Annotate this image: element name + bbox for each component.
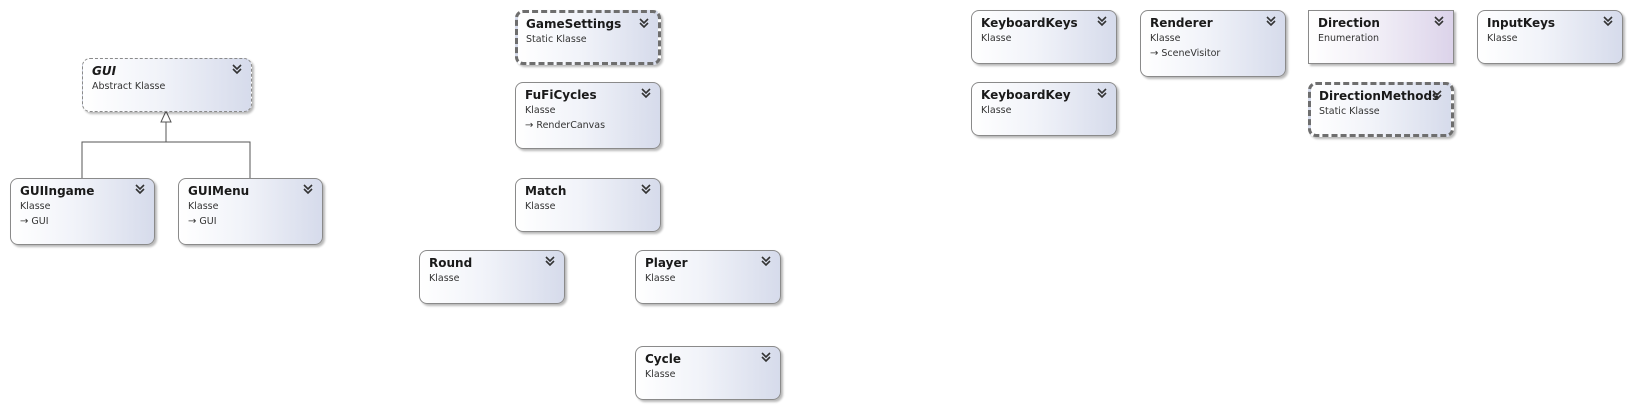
double-chevron-down-icon[interactable] xyxy=(1096,87,1108,99)
class-node-cycle[interactable]: Cycle Klasse xyxy=(635,346,781,400)
double-chevron-down-icon[interactable] xyxy=(640,183,652,195)
double-chevron-down-icon[interactable] xyxy=(1265,15,1277,27)
class-node-guiingame[interactable]: GUIIngame Klasse →GUI xyxy=(10,178,155,245)
class-kind: Klasse xyxy=(1487,33,1518,44)
class-kind: Klasse xyxy=(20,201,51,212)
double-chevron-down-icon[interactable] xyxy=(134,183,146,195)
double-chevron-down-icon[interactable] xyxy=(231,63,243,75)
class-title: InputKeys xyxy=(1487,16,1556,30)
class-kind: Static Klasse xyxy=(526,34,587,45)
class-kind: Klasse xyxy=(1150,33,1181,44)
class-kind: Klasse xyxy=(525,105,556,116)
class-base-type: →RenderCanvas xyxy=(525,119,652,132)
class-kind: Klasse xyxy=(981,105,1012,116)
class-node-keyboardkeys[interactable]: KeyboardKeys Klasse xyxy=(971,10,1117,64)
class-title: Round xyxy=(429,256,473,270)
base-type-name: SceneVisitor xyxy=(1161,48,1221,59)
class-node-renderer[interactable]: Renderer Klasse →SceneVisitor xyxy=(1140,10,1286,77)
class-title: FuFiCycles xyxy=(525,88,597,102)
class-base-type: →SceneVisitor xyxy=(1150,47,1277,60)
double-chevron-down-icon[interactable] xyxy=(638,17,650,29)
inherit-arrow-icon: → xyxy=(525,120,534,131)
class-title: Player xyxy=(645,256,688,270)
class-kind: Klasse xyxy=(645,369,676,380)
class-node-guimenu[interactable]: GUIMenu Klasse →GUI xyxy=(178,178,323,245)
base-type-name: RenderCanvas xyxy=(536,120,606,131)
double-chevron-down-icon[interactable] xyxy=(1433,15,1445,27)
class-title: GameSettings xyxy=(526,17,622,31)
class-title: GUIIngame xyxy=(20,184,95,198)
class-node-match[interactable]: Match Klasse xyxy=(515,178,661,232)
class-kind: Klasse xyxy=(429,273,460,284)
class-kind: Klasse xyxy=(525,201,556,212)
class-title: Match xyxy=(525,184,567,198)
double-chevron-down-icon[interactable] xyxy=(1431,89,1443,101)
class-kind: Abstract Klasse xyxy=(92,81,166,92)
class-node-directionmethods[interactable]: DirectionMethods Static Klasse xyxy=(1308,82,1454,137)
class-node-keyboardkey[interactable]: KeyboardKey Klasse xyxy=(971,82,1117,136)
class-title: GUIMenu xyxy=(188,184,250,198)
inherit-arrow-icon: → xyxy=(20,216,29,227)
class-kind: Klasse xyxy=(188,201,219,212)
class-node-gamesettings[interactable]: GameSettings Static Klasse xyxy=(515,10,661,65)
double-chevron-down-icon[interactable] xyxy=(760,255,772,267)
class-title: GUI xyxy=(92,64,117,78)
connector-guiingame-to-gui xyxy=(81,141,251,178)
class-kind: Klasse xyxy=(981,33,1012,44)
class-node-player[interactable]: Player Klasse xyxy=(635,250,781,304)
enum-node-direction[interactable]: Direction Enumeration xyxy=(1308,10,1454,64)
class-node-gui[interactable]: GUI Abstract Klasse xyxy=(82,58,252,112)
double-chevron-down-icon[interactable] xyxy=(1096,15,1108,27)
class-node-fuficycles[interactable]: FuFiCycles Klasse →RenderCanvas xyxy=(515,82,661,149)
base-type-name: GUI xyxy=(199,216,217,227)
double-chevron-down-icon[interactable] xyxy=(640,87,652,99)
class-title: Cycle xyxy=(645,352,681,366)
enum-kind: Enumeration xyxy=(1318,33,1380,44)
class-title: Renderer xyxy=(1150,16,1213,30)
double-chevron-down-icon[interactable] xyxy=(544,255,556,267)
double-chevron-down-icon[interactable] xyxy=(1602,15,1614,27)
class-base-type: →GUI xyxy=(188,215,314,228)
class-node-inputkeys[interactable]: InputKeys Klasse xyxy=(1477,10,1623,64)
class-title: KeyboardKey xyxy=(981,88,1071,102)
class-kind: Static Klasse xyxy=(1319,106,1380,117)
double-chevron-down-icon[interactable] xyxy=(760,351,772,363)
class-title: KeyboardKeys xyxy=(981,16,1078,30)
class-kind: Klasse xyxy=(645,273,676,284)
enum-title: Direction xyxy=(1318,16,1380,30)
double-chevron-down-icon[interactable] xyxy=(302,183,314,195)
inheritance-connector-gui xyxy=(81,109,251,178)
class-title: DirectionMethods xyxy=(1319,89,1440,103)
inherit-arrow-icon: → xyxy=(188,216,197,227)
inheritance-arrowhead xyxy=(160,109,172,123)
class-node-round[interactable]: Round Klasse xyxy=(419,250,565,304)
inherit-arrow-icon: → xyxy=(1150,48,1159,59)
base-type-name: GUI xyxy=(31,216,49,227)
class-base-type: →GUI xyxy=(20,215,146,228)
